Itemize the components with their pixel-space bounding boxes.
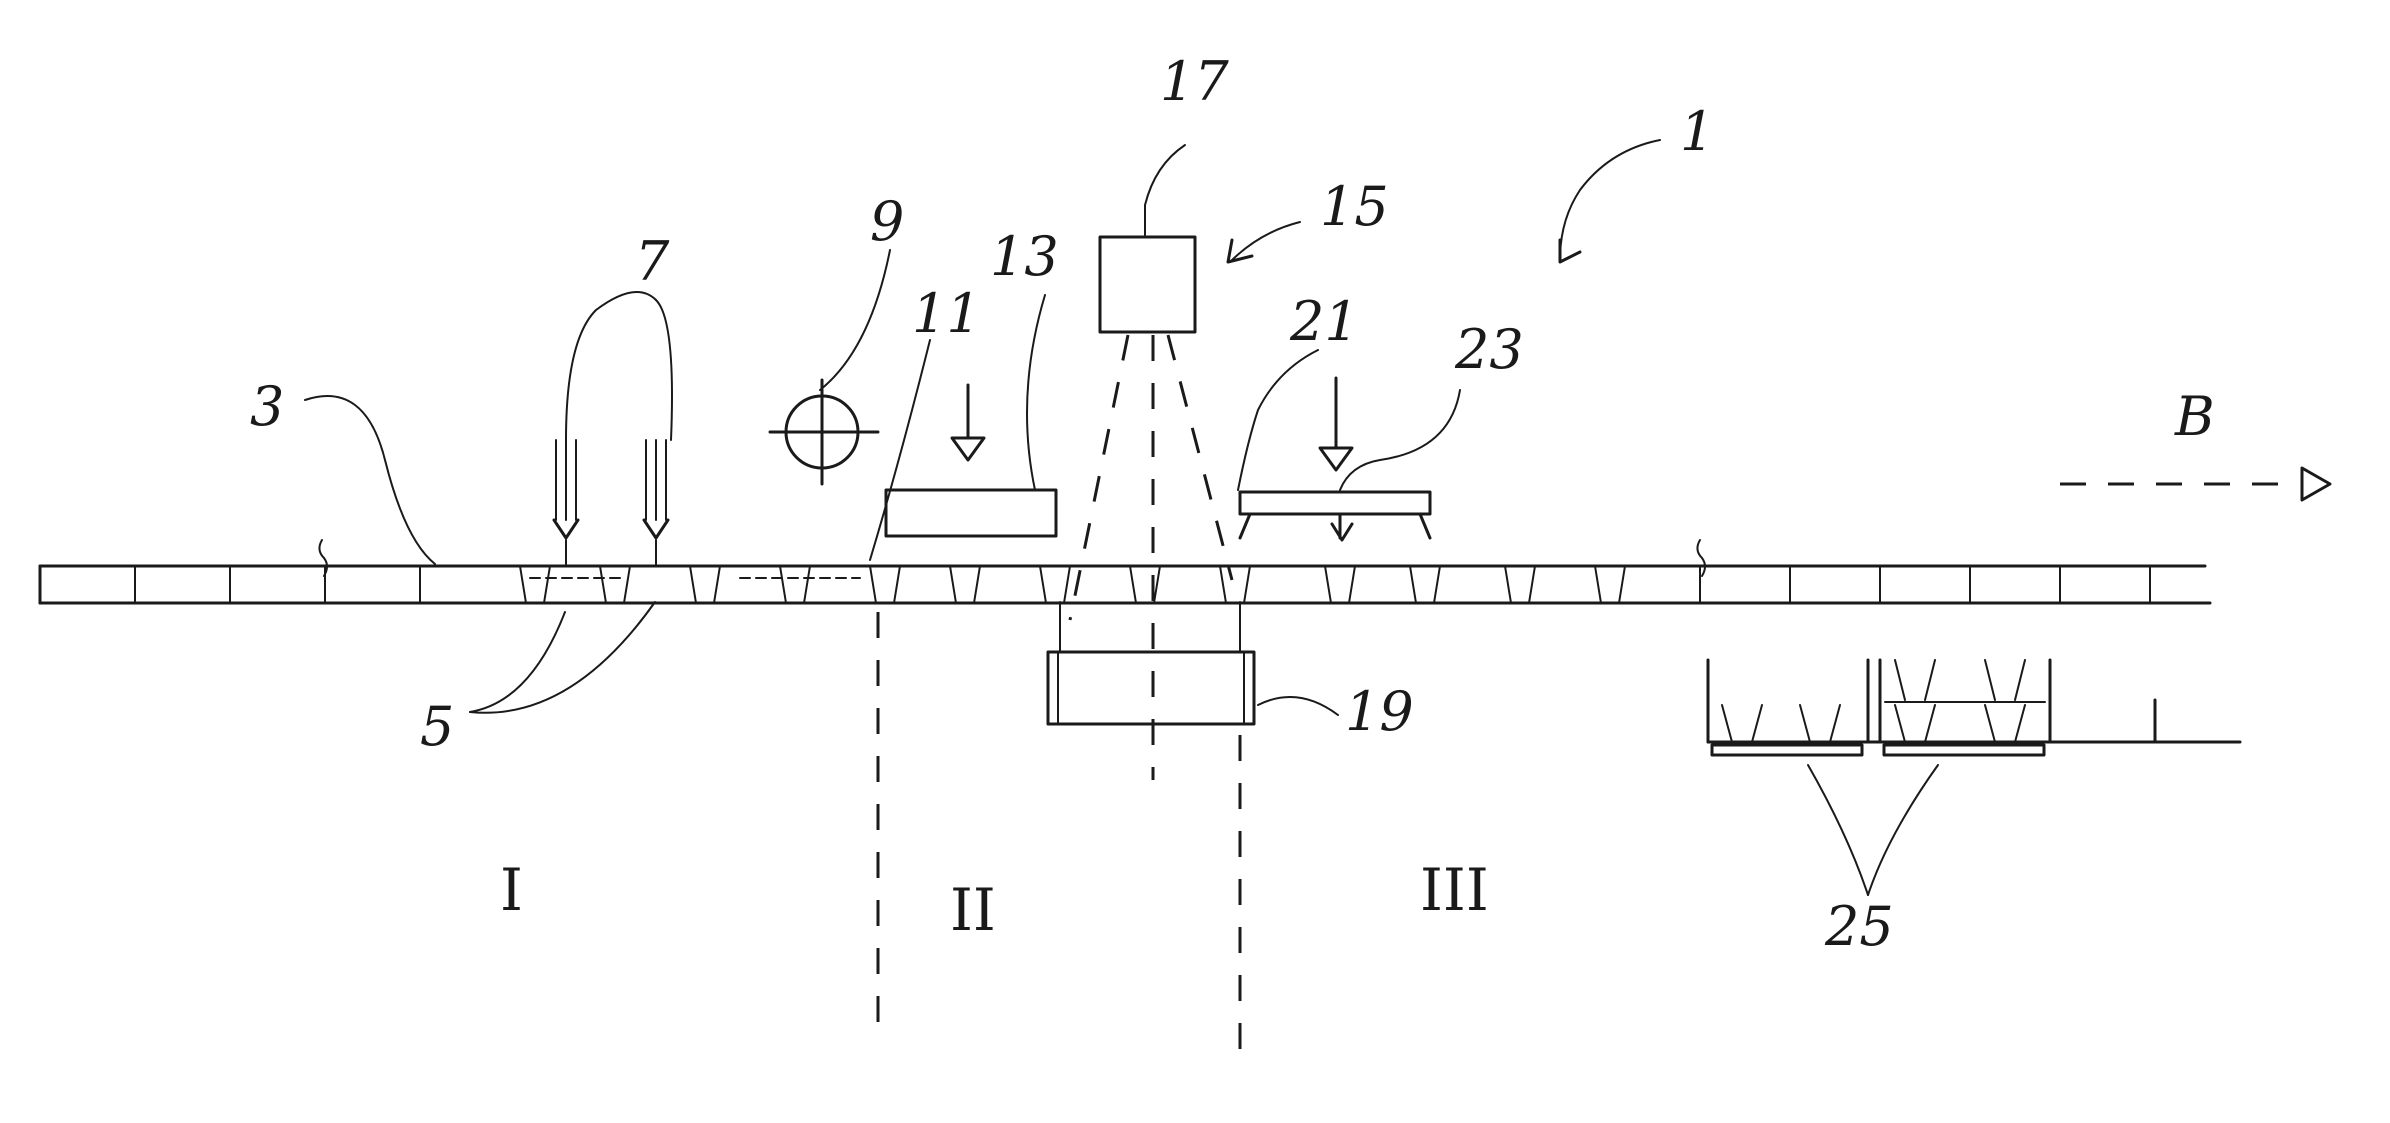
output-packs bbox=[1708, 660, 2240, 755]
label-7: 7 bbox=[635, 230, 670, 293]
anvil-19 bbox=[1048, 652, 1254, 724]
cup-cells bbox=[520, 566, 1625, 603]
belt-segments bbox=[135, 566, 2150, 603]
sealing-station bbox=[1048, 237, 1254, 780]
label-25: 25 bbox=[1824, 895, 1894, 958]
zone-label-2: II bbox=[950, 876, 996, 944]
label-1: 1 bbox=[1680, 100, 1714, 163]
label-9: 9 bbox=[870, 190, 904, 253]
label-23: 23 bbox=[1454, 318, 1524, 381]
zone-label-3: III bbox=[1420, 856, 1489, 924]
direction-arrow bbox=[2060, 468, 2330, 500]
punch-tool bbox=[1240, 378, 1430, 540]
leader-lines bbox=[305, 140, 1938, 895]
dosing-nozzles bbox=[554, 440, 668, 566]
conveyor-belt bbox=[40, 540, 2210, 603]
sensor-crosshair bbox=[770, 380, 878, 484]
label-21: 21 bbox=[1289, 290, 1359, 353]
label-B: B bbox=[2174, 385, 2215, 448]
label-19: 19 bbox=[1345, 680, 1414, 743]
label-11: 11 bbox=[912, 282, 981, 345]
label-3: 3 bbox=[250, 375, 284, 438]
heater-box bbox=[1100, 237, 1195, 332]
reference-labels: 1 3 5 7 9 11 13 15 17 19 21 23 25 B bbox=[250, 50, 2215, 958]
label-15: 15 bbox=[1320, 175, 1389, 238]
label-17: 17 bbox=[1160, 50, 1229, 113]
label-13: 13 bbox=[990, 225, 1059, 288]
zone-labels: I II III bbox=[500, 856, 1489, 944]
zone-label-1: I bbox=[500, 856, 523, 924]
label-5: 5 bbox=[420, 695, 454, 758]
